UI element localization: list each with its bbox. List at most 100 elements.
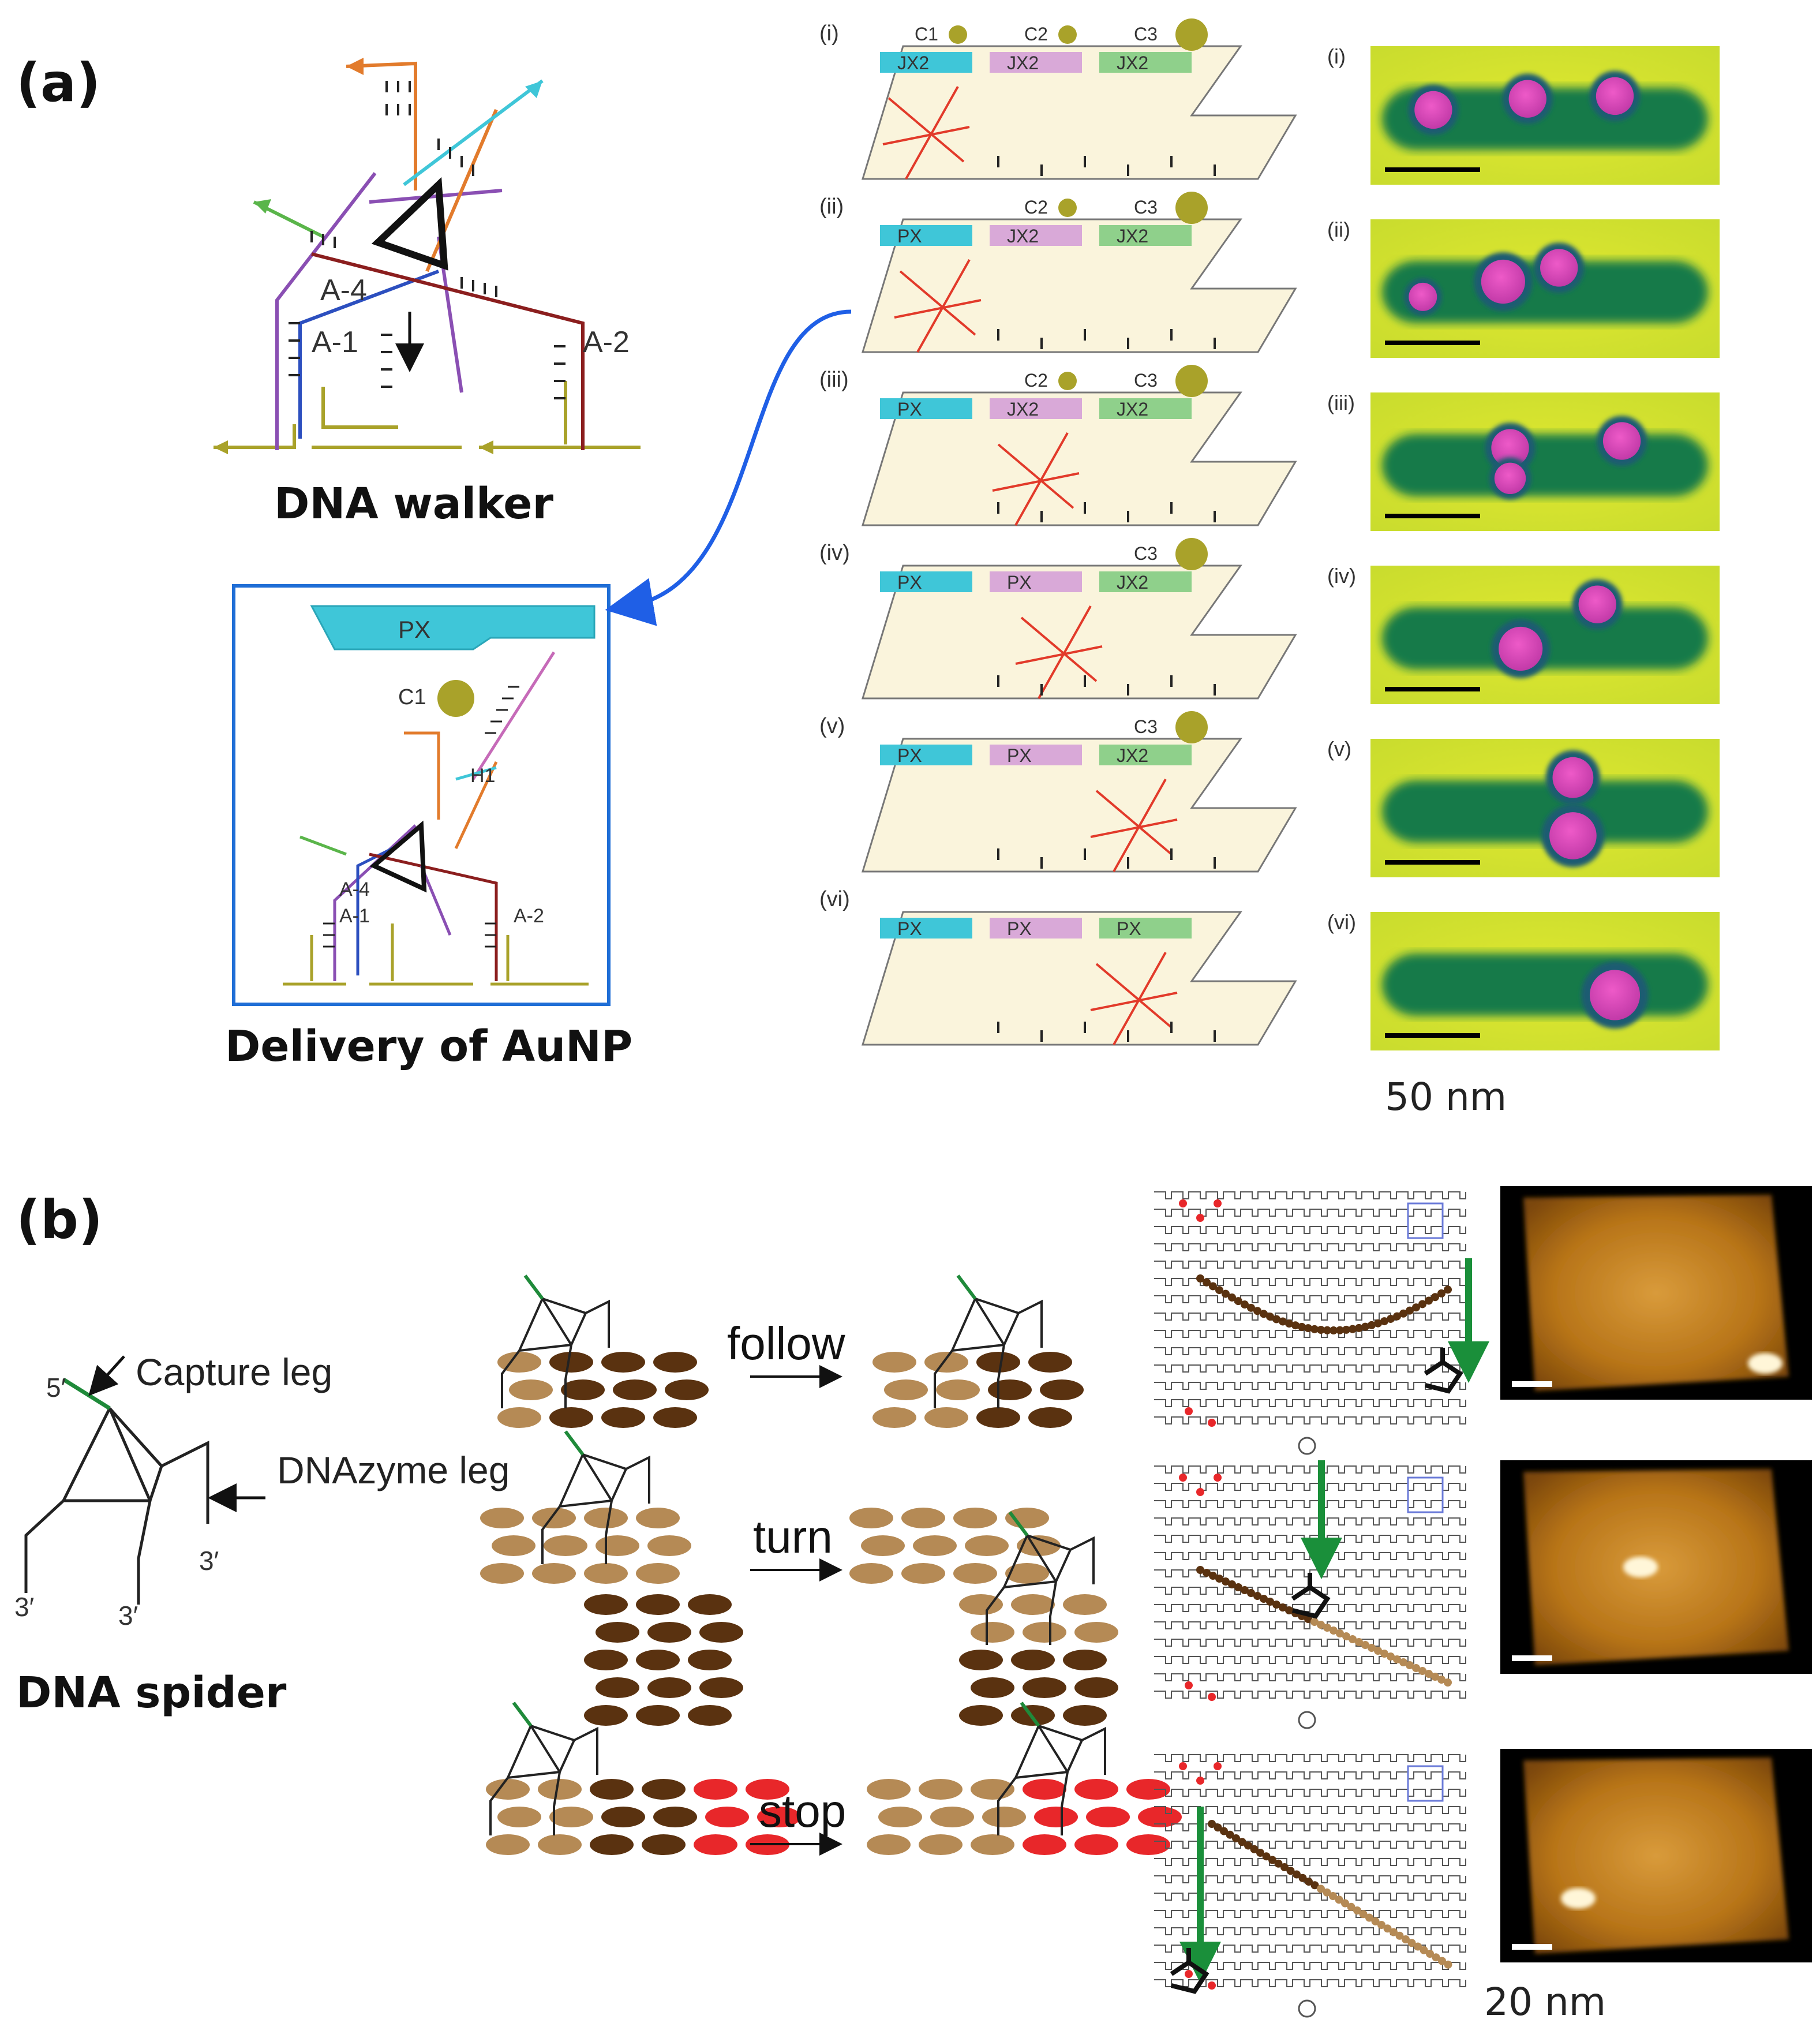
track-oval	[590, 1779, 634, 1800]
track-oval	[647, 1535, 691, 1556]
track-spot	[1355, 1323, 1363, 1332]
start-motif	[1407, 1202, 1444, 1239]
track-oval	[878, 1807, 922, 1827]
track-spot	[1414, 1942, 1422, 1951]
tile-label: PX	[1007, 918, 1032, 939]
panel-b-label: (b)	[16, 1189, 103, 1251]
spider-caption: DNA spider	[16, 1668, 287, 1718]
track-oval	[1086, 1807, 1130, 1827]
capture-leg	[523, 1274, 544, 1300]
scale-bar-20nm-label: 20 nm	[1484, 1980, 1606, 2024]
track-oval	[971, 1622, 1014, 1643]
nanoparticle-spot	[1491, 429, 1529, 467]
helix-row	[1154, 1465, 1466, 1474]
stop-spot	[1214, 1762, 1222, 1770]
tile-label: PX	[897, 399, 922, 420]
behaviour-follow: follow	[497, 1274, 1084, 1428]
stop-spot	[1179, 1762, 1187, 1770]
track-spot	[1402, 1935, 1410, 1943]
afm-bright-spot	[1748, 1353, 1782, 1374]
track-spot	[1368, 1644, 1376, 1652]
step-roman: (i)	[819, 21, 839, 46]
helix-row	[1154, 1243, 1466, 1251]
track-oval	[549, 1352, 593, 1373]
track-oval	[872, 1407, 916, 1428]
track-oval	[1011, 1650, 1055, 1670]
track-oval	[601, 1352, 645, 1373]
track-spot	[1393, 1312, 1401, 1321]
track-spot	[1272, 1315, 1280, 1323]
track-oval	[965, 1535, 1009, 1556]
track-oval	[971, 1834, 1014, 1855]
track-oval	[636, 1650, 680, 1670]
nanoparticle-spot	[1540, 249, 1578, 287]
track-spot	[1406, 1661, 1414, 1669]
track-spot	[1234, 1297, 1242, 1306]
track-spot	[1304, 1324, 1312, 1333]
helix-row	[1154, 1295, 1466, 1303]
track-oval	[653, 1807, 697, 1827]
micrograph-roman: (iii)	[1327, 391, 1355, 414]
scale-bar	[1385, 341, 1480, 345]
walker-glyph	[894, 259, 982, 353]
track-spot	[1232, 1834, 1240, 1842]
track-spot	[1426, 1950, 1434, 1958]
track-oval	[532, 1563, 576, 1584]
track-spot	[1222, 1289, 1230, 1298]
track-oval	[694, 1834, 737, 1855]
track-spot	[1203, 1569, 1211, 1577]
capture-leg	[1008, 1511, 1029, 1536]
track-spot	[1222, 1577, 1230, 1586]
delivery-schematic: PX C1 H1 A-4 A-1	[283, 605, 596, 986]
track-oval	[930, 1807, 974, 1827]
helix-row	[1154, 1483, 1466, 1491]
origami-band	[1382, 954, 1708, 1016]
track-spot	[1380, 1317, 1388, 1326]
track-spot	[1196, 1274, 1204, 1283]
nanoparticle-spot	[1409, 282, 1437, 311]
track-oval	[601, 1407, 645, 1428]
track-spot	[1291, 1321, 1300, 1330]
helix-row	[1154, 1858, 1466, 1866]
stop-spot	[1214, 1199, 1222, 1207]
origami-loop	[1298, 1437, 1316, 1455]
tile-label: PX	[897, 918, 922, 939]
track-spot	[1371, 1917, 1380, 1925]
step-roman: (iii)	[819, 368, 849, 392]
track-spot	[1262, 1852, 1271, 1861]
track-oval	[867, 1834, 911, 1855]
cargo-label: C2	[1024, 24, 1048, 44]
track-oval	[642, 1779, 686, 1800]
track-oval	[1063, 1594, 1107, 1615]
stop-spot	[1185, 1681, 1193, 1689]
track-spot	[1359, 1910, 1368, 1919]
afm-scale-bar	[1512, 1944, 1552, 1950]
track-spot	[1361, 1641, 1369, 1649]
track-oval	[596, 1622, 639, 1643]
track-spot	[1323, 1326, 1331, 1334]
walker-a4-label: A-4	[320, 274, 367, 307]
track-spot	[1444, 1678, 1452, 1687]
track-oval	[480, 1508, 524, 1528]
tile-label: JX2	[897, 53, 929, 73]
walker-glyph	[1090, 779, 1178, 872]
track-oval	[492, 1535, 535, 1556]
delivery-a2-label: A-2	[514, 905, 544, 927]
track-oval	[642, 1834, 686, 1855]
track-spot	[1365, 1913, 1373, 1922]
track-spot	[1349, 1325, 1357, 1333]
track-oval	[1040, 1379, 1084, 1400]
track-spot	[1285, 1319, 1293, 1328]
track-spot	[1444, 1285, 1452, 1294]
track-oval	[1063, 1705, 1107, 1726]
track-spot	[1238, 1838, 1246, 1846]
track-spot	[1317, 1885, 1325, 1893]
track-oval	[549, 1407, 593, 1428]
track-oval	[596, 1535, 639, 1556]
micrograph-roman: (v)	[1327, 737, 1351, 761]
origami-band	[1382, 434, 1708, 496]
tile-1	[880, 398, 972, 419]
